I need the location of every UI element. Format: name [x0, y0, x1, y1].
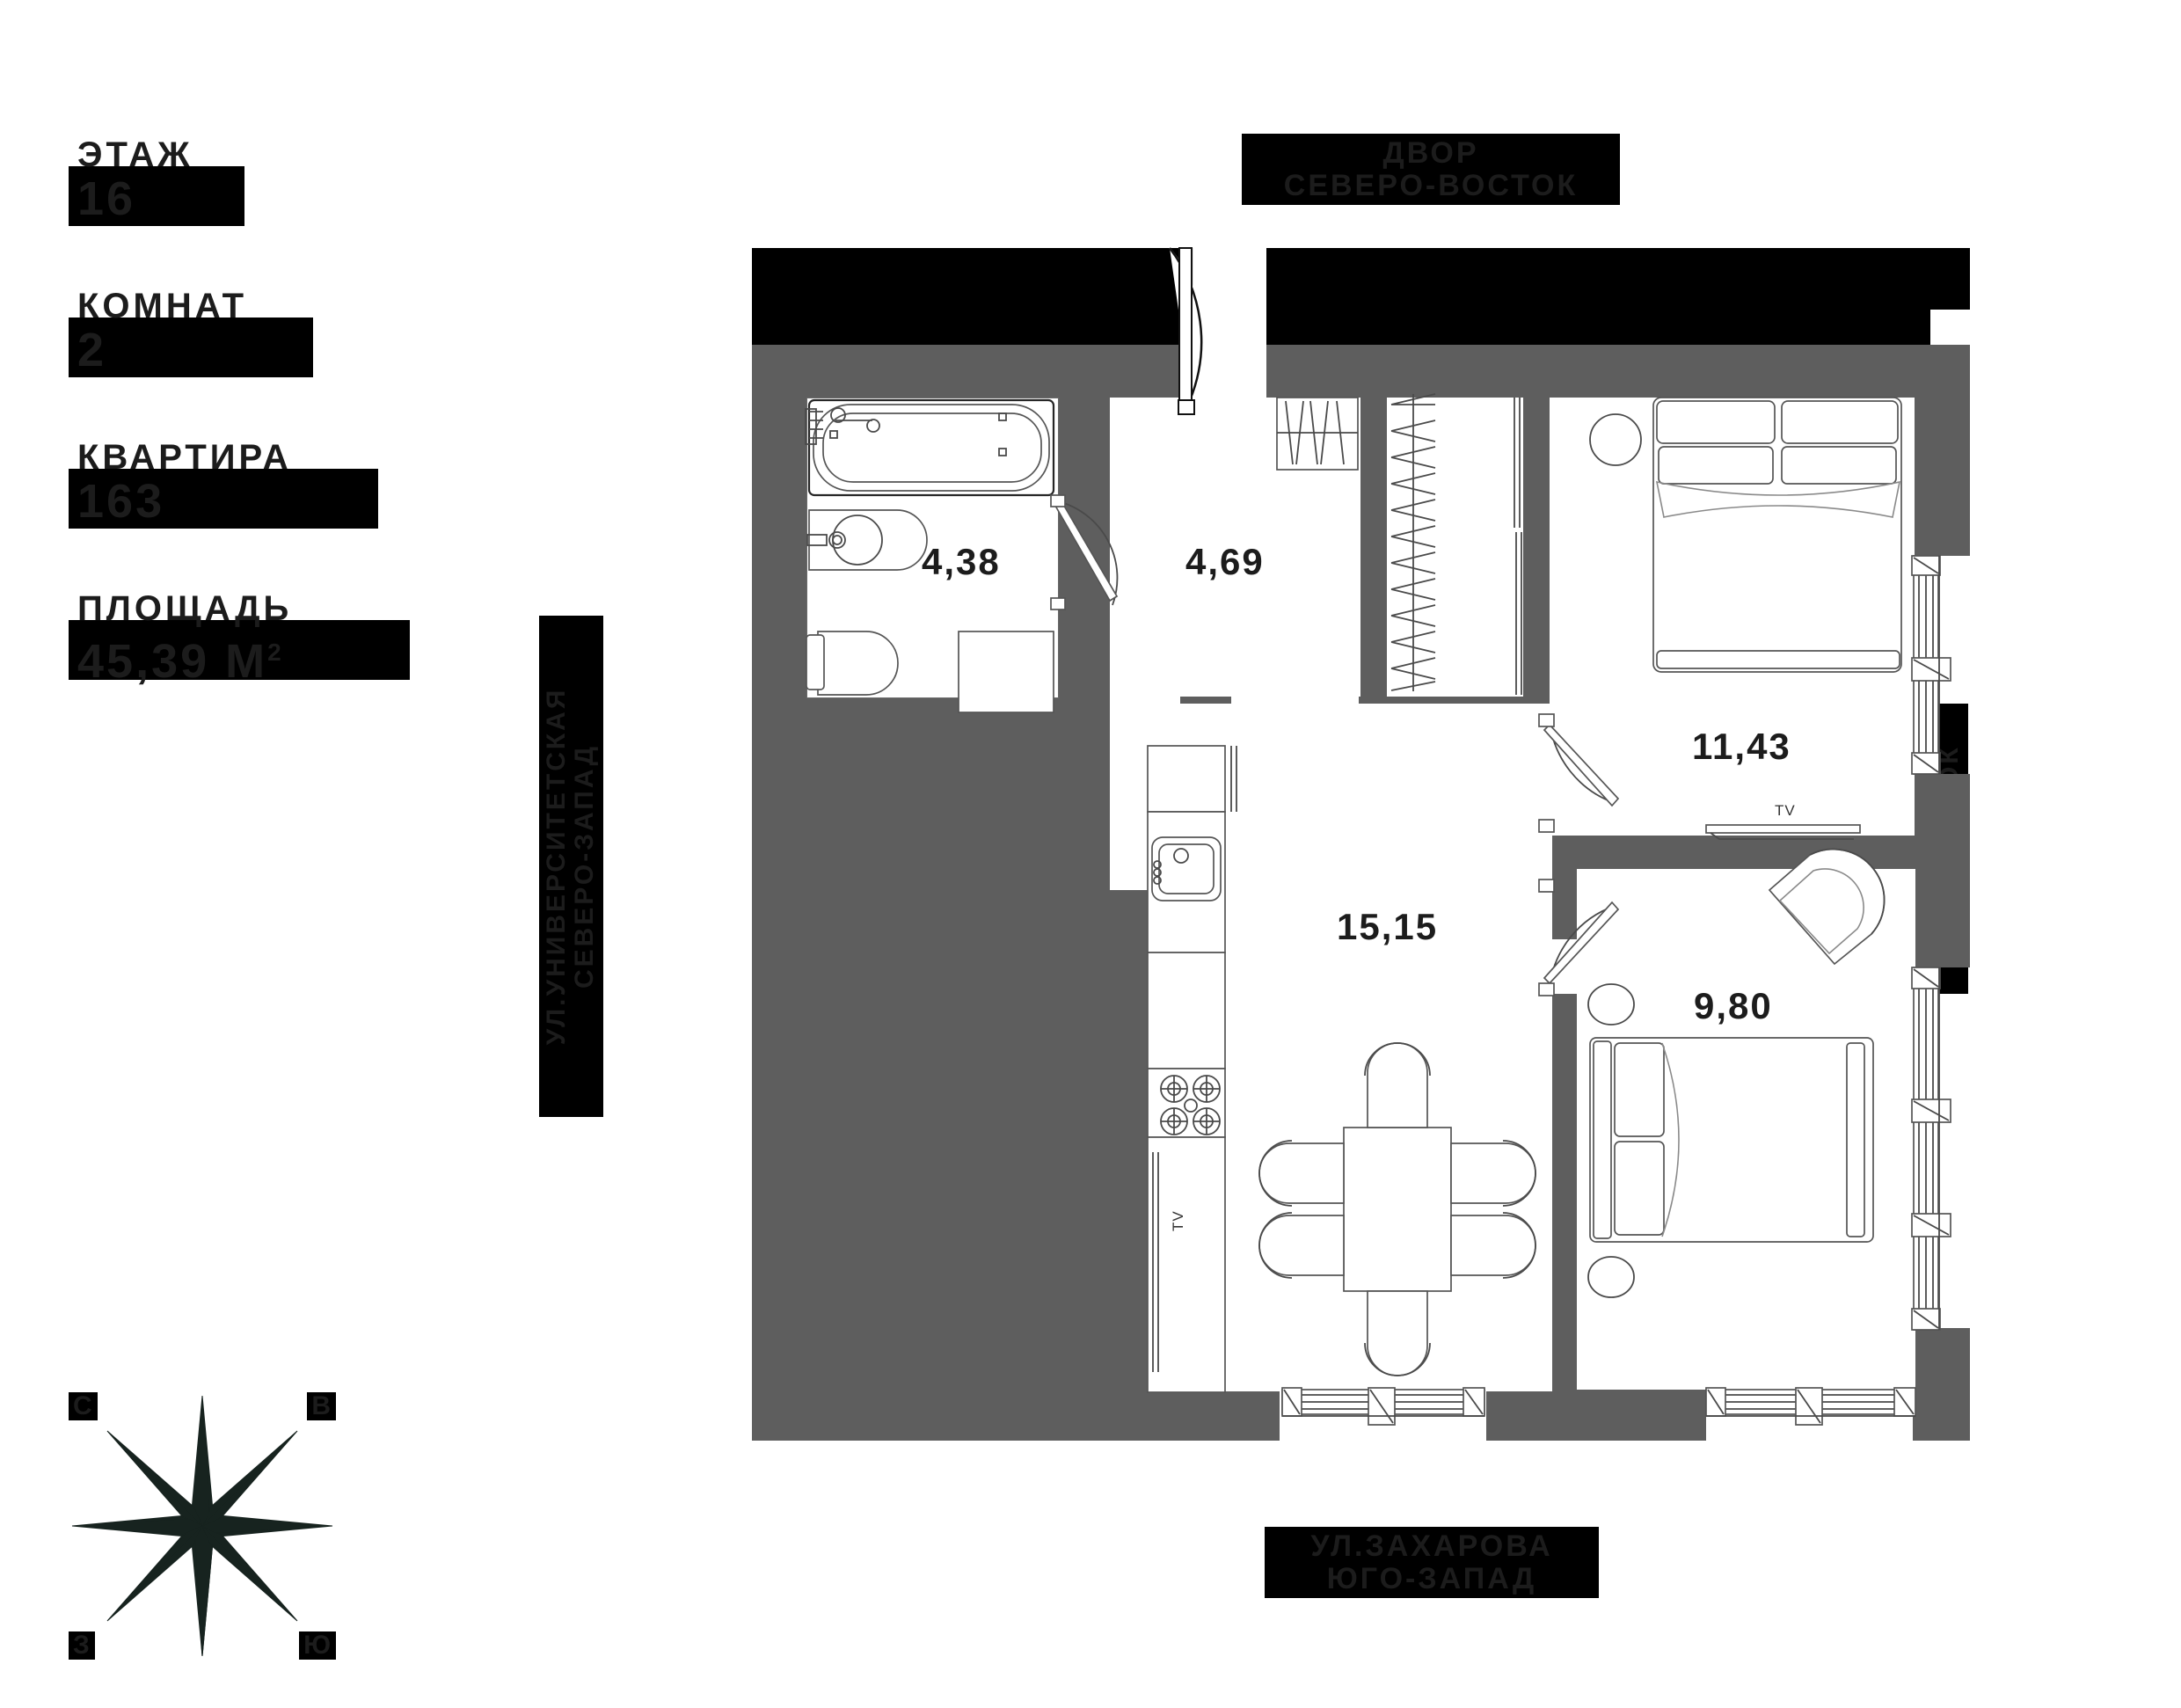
wall-exterior-bottom-mid [1486, 1390, 1706, 1441]
tv-label-bedroom: TV [1775, 802, 1796, 819]
wall-left-thick [752, 695, 1148, 1441]
area-label-living-room: 15,15 [1337, 906, 1439, 947]
bed-north-icon [1652, 397, 1902, 673]
area-label-bedroom-north: 11,43 [1692, 726, 1791, 767]
sink-icon [806, 509, 928, 571]
info-value-rooms: 2 [77, 324, 107, 376]
wall-bedroom-north-left [1521, 378, 1550, 721]
tv-north-icon [1705, 824, 1861, 840]
direction-banner-bottom: УЛ.ЗАХАРОВА ЮГО-ЗАПАД [1265, 1527, 1599, 1599]
wall-bedroom-south-left [1550, 994, 1577, 1441]
info-value-floor: 16 [77, 172, 136, 225]
info-bar [69, 620, 410, 680]
toilet-icon [806, 631, 899, 696]
neighbor-block-top-right-ext [1266, 248, 1970, 310]
info-value-apartment: 163 [77, 475, 165, 528]
nightstand-south-top-icon [1587, 983, 1635, 1026]
tv-label-kitchen: TV [1170, 1210, 1186, 1231]
compass-rose: С В З Ю [62, 1385, 343, 1667]
area-label-bathroom: 4,38 [922, 541, 1001, 582]
bedroom-north-door-icon [1538, 713, 1620, 833]
wall-living-right [1550, 834, 1579, 939]
apartment-info-block: ЭТАЖ 16 КОМНАТ 2 КВАРТИРА 163 ПЛОЩАДЬ 45… [69, 136, 438, 750]
wardrobe-hangers-icon [1390, 393, 1436, 691]
info-bar [69, 469, 378, 529]
direction-side-bottom: ЮГО-ЗАПАД [1326, 1561, 1537, 1595]
wall-wardrobe-left [1359, 378, 1387, 695]
direction-street-top: ДВОР [1382, 136, 1479, 170]
window-bottom-left-icon [1281, 1387, 1485, 1426]
dining-set-icon [1258, 1042, 1536, 1376]
wall-exterior-bottom-left [752, 1390, 1280, 1441]
area-label-hall: 4,69 [1185, 541, 1265, 582]
kitchen-units-icon [1147, 745, 1237, 1393]
bed-south-icon [1589, 1037, 1874, 1243]
info-bar [69, 318, 313, 377]
compass-label-south: Ю [299, 1631, 336, 1660]
window-right-upper-icon [1911, 555, 1951, 775]
compass-label-west: З [69, 1631, 95, 1660]
info-label-rooms: КОМНАТ [77, 287, 248, 325]
hall-cabinet-icon [1276, 397, 1359, 471]
compass-label-north: С [69, 1392, 98, 1420]
info-label-floor: ЭТАЖ [77, 135, 193, 174]
nightstand-north-icon [1589, 413, 1642, 466]
direction-banner-top: ДВОР СЕВЕРО-ВОСТОК [1242, 134, 1620, 206]
area-unit-exponent: 2 [267, 639, 284, 666]
area-number: 45,39 M [77, 635, 268, 688]
window-right-lower-icon [1911, 967, 1951, 1331]
armchair-icon [1768, 848, 1886, 966]
washing-machine-icon [958, 631, 1054, 713]
info-item-rooms: КОМНАТ 2 [69, 287, 438, 377]
info-item-area: ПЛОЩАДЬ 45,39 M2 [69, 590, 438, 687]
info-bar [69, 166, 244, 226]
wall-exterior-right-mid [1913, 774, 1970, 967]
wardrobe-door-panel-icon [1514, 398, 1522, 695]
wall-exterior-right-top [1913, 345, 1970, 556]
neighbor-block-top-left [752, 248, 1192, 345]
info-item-floor: ЭТАЖ 16 [69, 135, 438, 226]
nightstand-south-bottom-icon [1587, 1256, 1635, 1298]
room-fill-living-upper [1231, 704, 1552, 897]
info-label-apartment: КВАРТИРА [77, 438, 292, 477]
bathtub-icon [805, 398, 1055, 497]
compass-star-icon [71, 1395, 333, 1657]
info-label-area: ПЛОЩАДЬ [77, 589, 293, 628]
bathroom-door-icon [1050, 494, 1119, 610]
direction-street-bottom: УЛ.ЗАХАРОВА [1310, 1529, 1553, 1563]
wall-exterior-right-bottom [1913, 1328, 1970, 1441]
window-bottom-right-icon [1705, 1387, 1916, 1426]
area-label-bedroom-south: 9,80 [1694, 985, 1773, 1026]
direction-side-top: СЕВЕРО-ВОСТОК [1283, 168, 1579, 202]
info-item-apartment: КВАРТИРА 163 [69, 438, 438, 529]
compass-label-east: В [307, 1392, 336, 1420]
entrance-door-icon [1169, 247, 1205, 415]
bedroom-south-door-icon [1538, 879, 1620, 996]
plan-outline [1282, 556, 1940, 1417]
info-value-area: 45,39 M2 [77, 627, 438, 687]
